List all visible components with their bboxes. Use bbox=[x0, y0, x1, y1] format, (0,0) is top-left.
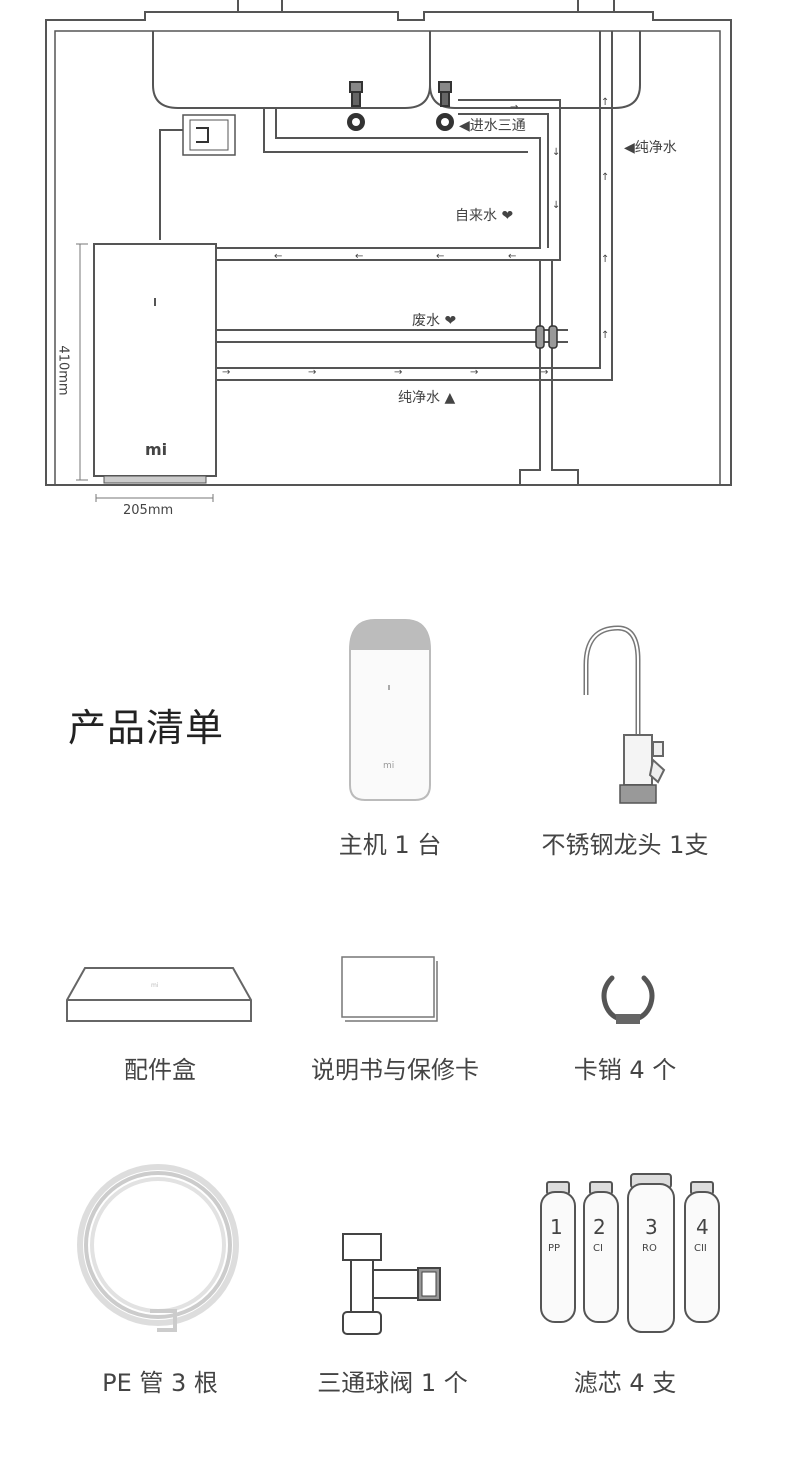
filter-1-number: 1 bbox=[550, 1215, 563, 1239]
tap-water-label: 自来水 ❤ bbox=[455, 208, 514, 224]
pure-water-right-label: ◀纯净水 bbox=[624, 140, 677, 156]
filter-1-code: PP bbox=[548, 1243, 561, 1254]
svg-text:→: → bbox=[308, 367, 316, 378]
svg-text:↓: ↓ bbox=[552, 147, 560, 158]
height-dimension-label: 410mm bbox=[55, 345, 71, 396]
pe-tube-caption: PE 管 3 根 bbox=[102, 1369, 218, 1397]
tee-ball-valve-icon bbox=[335, 1230, 450, 1340]
clip-caption: 卡销 4 个 bbox=[573, 1056, 677, 1084]
product-list-title: 产品清单 bbox=[68, 706, 225, 750]
accessory-box-icon: mi bbox=[65, 965, 255, 1025]
filter-3-code: RO bbox=[642, 1243, 657, 1254]
svg-text:mi: mi bbox=[383, 761, 394, 771]
installation-diagram-drawing: → ↓ ↓ ← ← ← ← → → → → → ↑ ↑ ↑ ↑ bbox=[45, 0, 732, 502]
filters-caption: 滤芯 4 支 bbox=[573, 1369, 677, 1397]
tee-valve-label: ◀进水三通 bbox=[459, 118, 526, 134]
manual-caption: 说明书与保修卡 bbox=[311, 1056, 479, 1084]
svg-text:↓: ↓ bbox=[552, 200, 560, 211]
svg-text:←: ← bbox=[274, 251, 282, 262]
svg-text:↑: ↑ bbox=[601, 97, 609, 108]
faucet-icon bbox=[578, 620, 678, 810]
svg-text:←: ← bbox=[436, 251, 444, 262]
svg-text:mi: mi bbox=[151, 982, 159, 989]
svg-text:→: → bbox=[222, 367, 230, 378]
svg-text:←: ← bbox=[355, 251, 363, 262]
filter-4-code: CII bbox=[694, 1243, 707, 1254]
clip-icon bbox=[598, 970, 658, 1030]
filter-4-number: 4 bbox=[696, 1215, 709, 1239]
svg-text:↑: ↑ bbox=[601, 330, 609, 341]
purifier-unit-icon: mi bbox=[345, 615, 435, 805]
svg-text:→: → bbox=[540, 367, 548, 378]
filter-3-number: 3 bbox=[645, 1215, 658, 1239]
svg-text:↑: ↑ bbox=[601, 172, 609, 183]
svg-text:→: → bbox=[470, 367, 478, 378]
installation-diagram: → ↓ ↓ ← ← ← ← → → → → → ↑ ↑ ↑ ↑ ◀进水三通 ◀纯… bbox=[0, 0, 790, 530]
tee-valve-caption: 三通球阀 1 个 bbox=[317, 1369, 468, 1397]
filter-2-number: 2 bbox=[593, 1215, 606, 1239]
pure-water-bottom-label: 纯净水 ▲ bbox=[398, 390, 456, 406]
unit-logo: mi bbox=[145, 440, 168, 459]
purifier-unit-caption: 主机 1 台 bbox=[338, 831, 442, 859]
accessory-box-caption: 配件盒 bbox=[124, 1056, 196, 1084]
filter-cartridges-icon bbox=[538, 1170, 723, 1340]
svg-text:→: → bbox=[510, 102, 518, 113]
pe-tube-coil-icon bbox=[75, 1160, 245, 1335]
faucet-caption: 不锈钢龙头 1支 bbox=[541, 831, 709, 859]
svg-text:→: → bbox=[394, 367, 402, 378]
svg-text:↑: ↑ bbox=[601, 254, 609, 265]
width-dimension-label: 205mm bbox=[123, 503, 174, 518]
filter-2-code: CI bbox=[593, 1243, 603, 1254]
manual-card-icon bbox=[340, 955, 440, 1025]
svg-text:←: ← bbox=[508, 251, 516, 262]
waste-water-label: 废水 ❤ bbox=[412, 313, 457, 329]
